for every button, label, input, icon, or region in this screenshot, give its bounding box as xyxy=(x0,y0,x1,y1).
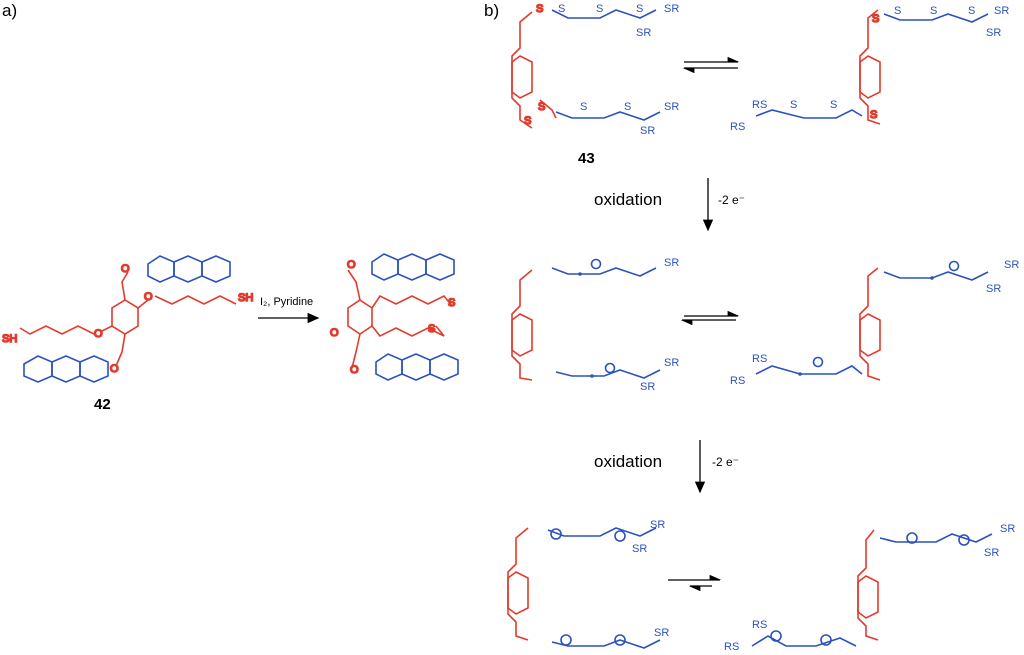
atom-O: O xyxy=(121,263,130,275)
electron-count-1: -2 e⁻ xyxy=(718,193,746,207)
atom-O: O xyxy=(94,328,103,340)
atom-SR: SR xyxy=(650,519,665,531)
atom-S: S xyxy=(830,99,837,111)
atom-S: S xyxy=(870,109,877,121)
atom-SR: SR xyxy=(640,125,655,137)
atom-S: S xyxy=(930,5,937,17)
atom-S: S xyxy=(448,297,455,309)
disulfide-product-structure xyxy=(347,253,459,381)
atom-RS: RS xyxy=(730,121,745,133)
atom-S: S xyxy=(538,101,545,113)
compound-42-structure xyxy=(19,255,237,383)
atom-SH: SH xyxy=(238,292,253,304)
atom-RS: RS xyxy=(730,375,745,387)
atom-O: O xyxy=(350,364,359,376)
atom-S: S xyxy=(636,3,643,15)
compound-label-42: 42 xyxy=(94,396,111,413)
atom-SR: SR xyxy=(640,381,655,393)
atom-SR: SR xyxy=(984,547,999,559)
atom-RS: RS xyxy=(752,619,767,631)
atom-S: S xyxy=(536,3,543,15)
compound-label-43: 43 xyxy=(578,150,595,167)
atom-SR: SR xyxy=(664,357,679,369)
atom-S: S xyxy=(524,115,531,127)
dication-extended xyxy=(751,529,993,647)
electron-count-2: -2 e⁻ xyxy=(712,455,740,469)
dication-folded xyxy=(507,527,661,649)
panel-label-a: a) xyxy=(2,1,18,20)
atom-S: S xyxy=(872,13,879,25)
atom-SR: SR xyxy=(986,27,1001,39)
atom-S: S xyxy=(968,5,975,17)
atom-SH: SH xyxy=(2,333,17,345)
atom-RS: RS xyxy=(752,99,767,111)
atom-SR: SR xyxy=(632,543,647,555)
atom-O: O xyxy=(144,291,153,303)
atom-S: S xyxy=(580,101,587,113)
atom-SR: SR xyxy=(1000,523,1015,535)
oxidation-label-2: oxidation xyxy=(594,452,663,471)
radical-cation-extended xyxy=(755,260,989,381)
atom-SR: SR xyxy=(1004,259,1019,271)
atom-S: S xyxy=(428,323,435,335)
atom-SR: SR xyxy=(664,3,679,15)
atom-SR: SR xyxy=(986,283,1001,295)
compound-43-folded xyxy=(511,9,661,129)
reagent-label: I₂, Pyridine xyxy=(260,296,314,308)
atom-S: S xyxy=(624,101,631,113)
radical-cation-folded xyxy=(511,258,661,381)
atom-S: S xyxy=(596,3,603,15)
atom-O: O xyxy=(347,259,356,271)
atom-S: S xyxy=(790,99,797,111)
atom-RS: RS xyxy=(752,353,767,365)
atom-SR: SR xyxy=(664,101,679,113)
atom-SR: SR xyxy=(994,5,1009,17)
atom-S: S xyxy=(558,3,565,15)
atom-SR: SR xyxy=(664,257,679,269)
atom-SR: SR xyxy=(636,27,651,39)
atom-SR: SR xyxy=(654,627,669,639)
compound-43-extended xyxy=(755,9,989,125)
atom-O: O xyxy=(330,327,339,339)
atom-RS: RS xyxy=(724,641,739,653)
atom-O: O xyxy=(110,363,119,375)
atom-S: S xyxy=(894,5,901,17)
panel-label-b: b) xyxy=(484,1,500,20)
oxidation-label-1: oxidation xyxy=(594,190,663,209)
